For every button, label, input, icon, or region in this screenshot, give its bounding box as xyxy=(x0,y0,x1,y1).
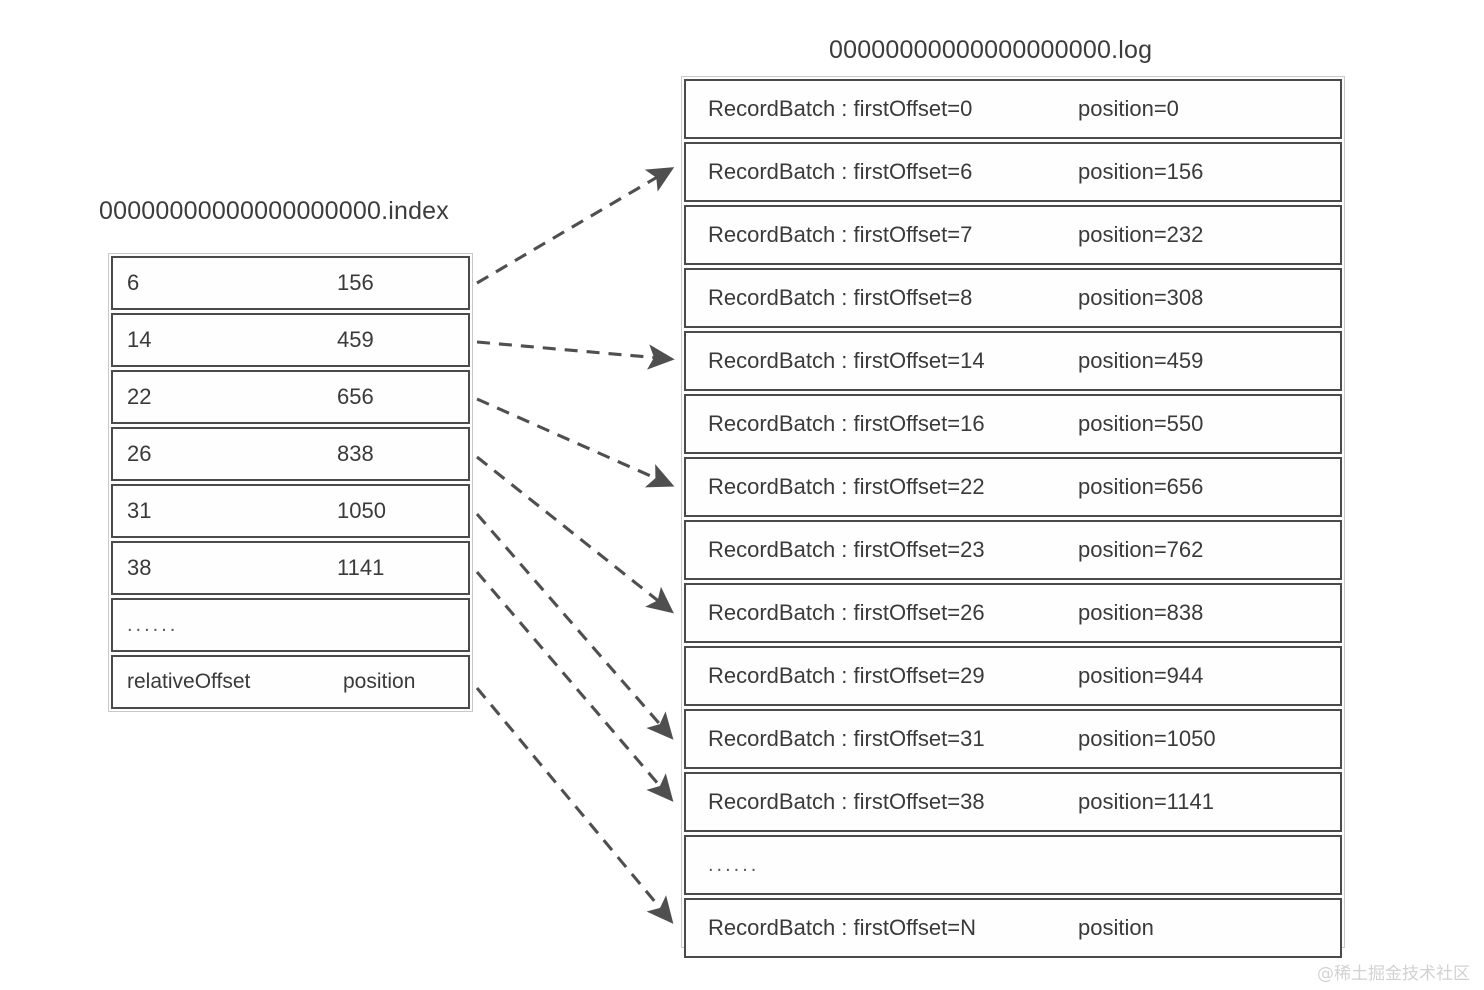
record-batch-label: RecordBatch : firstOffset=29 xyxy=(708,663,985,688)
record-batch-position: position=459 xyxy=(1078,348,1204,373)
index-position: 156 xyxy=(337,270,374,295)
record-batch-position: position=550 xyxy=(1078,411,1204,436)
record-batch-label: RecordBatch : firstOffset=23 xyxy=(708,537,985,562)
log-record-batch-row[interactable]: RecordBatch : firstOffset=26 position=83… xyxy=(684,583,1342,643)
index-row[interactable]: 31 1050 xyxy=(111,484,470,538)
index-relative-offset: 38 xyxy=(127,555,152,580)
arrow-index-26-to-batch-26 xyxy=(476,455,674,614)
record-batch-position: position=308 xyxy=(1078,285,1204,310)
index-header-position: position xyxy=(343,670,416,693)
index-relative-offset: 6 xyxy=(127,270,140,295)
log-record-batch-row[interactable]: RecordBatch : firstOffset=31 position=10… xyxy=(684,709,1342,769)
index-position: 459 xyxy=(337,327,374,352)
record-batch-position: position=762 xyxy=(1078,537,1204,562)
log-record-batch-row[interactable]: RecordBatch : firstOffset=22 position=65… xyxy=(684,457,1342,517)
record-batch-position: position=0 xyxy=(1078,96,1179,121)
arrow-index-legend-to-batch-n xyxy=(475,687,674,924)
log-file-table: RecordBatch : firstOffset=0 position=0 R… xyxy=(681,76,1345,958)
log-row-ellipsis: ...... xyxy=(684,835,1342,895)
record-batch-position: position=1050 xyxy=(1078,726,1216,751)
log-record-batch-row[interactable]: RecordBatch : firstOffset=16 position=55… xyxy=(684,394,1342,454)
record-batch-label: RecordBatch : firstOffset=7 xyxy=(708,222,973,247)
index-position: 656 xyxy=(337,384,374,409)
record-batch-label: RecordBatch : firstOffset=16 xyxy=(708,411,985,436)
record-batch-label: RecordBatch : firstOffset=6 xyxy=(708,159,973,184)
log-record-batch-row[interactable]: RecordBatch : firstOffset=7 position=232 xyxy=(684,205,1342,265)
index-position: 1050 xyxy=(337,498,386,523)
index-header-relative-offset: relativeOffset xyxy=(127,670,251,693)
log-record-batch-row[interactable]: RecordBatch : firstOffset=23 position=76… xyxy=(684,520,1342,580)
record-batch-label: RecordBatch : firstOffset=31 xyxy=(708,726,985,751)
record-batch-position: position=944 xyxy=(1078,663,1204,688)
record-batch-label: RecordBatch : firstOffset=14 xyxy=(708,348,985,373)
index-column-header-row: relativeOffset position xyxy=(111,655,470,709)
watermark: @稀土掘金技术社区 xyxy=(1317,964,1470,984)
log-record-batch-row[interactable]: RecordBatch : firstOffset=29 position=94… xyxy=(684,646,1342,706)
index-relative-offset: 22 xyxy=(127,384,152,409)
index-row[interactable]: 6 156 xyxy=(111,256,470,310)
index-row-ellipsis: ...... xyxy=(111,598,470,652)
index-relative-offset: 14 xyxy=(127,327,152,352)
record-batch-position: position=838 xyxy=(1078,600,1204,625)
index-relative-offset: 26 xyxy=(127,441,152,466)
record-batch-position: position=1141 xyxy=(1078,789,1214,814)
index-row[interactable]: 14 459 xyxy=(111,313,470,367)
log-record-batch-row[interactable]: RecordBatch : firstOffset=N position xyxy=(684,898,1342,958)
record-batch-position: position=656 xyxy=(1078,474,1204,499)
arrow-index-6-to-batch-6 xyxy=(476,167,675,285)
record-batch-position: position xyxy=(1078,915,1154,940)
index-relative-offset: 31 xyxy=(127,498,152,523)
index-file-title: 00000000000000000000.index xyxy=(99,197,449,225)
log-record-batch-row[interactable]: RecordBatch : firstOffset=0 position=0 xyxy=(684,79,1342,139)
index-row[interactable]: 38 1141 xyxy=(111,541,470,595)
ellipsis-text: ...... xyxy=(127,613,179,636)
ellipsis-text: ...... xyxy=(708,853,760,876)
record-batch-position: position=156 xyxy=(1078,159,1204,184)
record-batch-position: position=232 xyxy=(1078,222,1204,247)
record-batch-label: RecordBatch : firstOffset=22 xyxy=(708,474,985,499)
record-batch-label: RecordBatch : firstOffset=38 xyxy=(708,789,985,814)
arrow-index-22-to-batch-22 xyxy=(476,397,675,488)
record-batch-label: RecordBatch : firstOffset=26 xyxy=(708,600,985,625)
record-batch-label: RecordBatch : firstOffset=8 xyxy=(708,285,973,310)
index-position: 1141 xyxy=(337,555,385,580)
log-record-batch-row[interactable]: RecordBatch : firstOffset=8 position=308 xyxy=(684,268,1342,328)
index-row[interactable]: 22 656 xyxy=(111,370,470,424)
index-position: 838 xyxy=(337,441,374,466)
arrow-index-31-to-batch-31 xyxy=(475,512,674,740)
index-file-table: 6 156 14 459 22 656 26 838 31 1050 38 11… xyxy=(108,253,473,712)
arrow-index-14-to-batch-14 xyxy=(476,340,675,370)
log-file-title: 00000000000000000000.log xyxy=(829,36,1153,64)
arrow-index-38-to-batch-38 xyxy=(475,570,674,802)
index-row[interactable]: 26 838 xyxy=(111,427,470,481)
log-record-batch-row[interactable]: RecordBatch : firstOffset=38 position=11… xyxy=(684,772,1342,832)
record-batch-label: RecordBatch : firstOffset=N xyxy=(708,915,976,940)
log-record-batch-row[interactable]: RecordBatch : firstOffset=6 position=156 xyxy=(684,142,1342,202)
log-record-batch-row[interactable]: RecordBatch : firstOffset=14 position=45… xyxy=(684,331,1342,391)
record-batch-label: RecordBatch : firstOffset=0 xyxy=(708,96,973,121)
